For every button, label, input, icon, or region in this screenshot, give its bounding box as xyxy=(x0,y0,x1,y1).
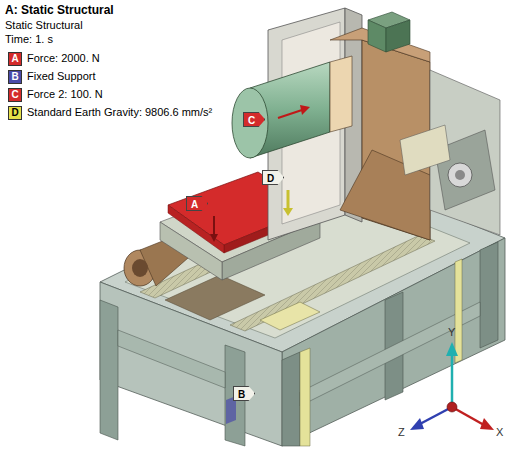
legend-text: Force: 2000. N xyxy=(27,52,100,64)
axis-label: Y xyxy=(448,326,455,338)
legend-text: Fixed Support xyxy=(27,70,95,82)
legend-letter: C xyxy=(8,88,22,102)
axis-label: X xyxy=(496,426,503,438)
diagram-title: A: Static Structural xyxy=(5,3,114,17)
legend-letter: A xyxy=(8,52,22,66)
legend-letter: B xyxy=(8,70,22,84)
legend-text: Force 2: 100. N xyxy=(27,88,103,100)
info-text: Time: 1. s xyxy=(5,33,53,45)
legend-text: Standard Earth Gravity: 9806.6 mm/s² xyxy=(27,106,212,118)
info-text: Static Structural xyxy=(5,19,83,31)
legend-letter: D xyxy=(8,106,22,120)
axis-label: Z xyxy=(398,426,405,438)
